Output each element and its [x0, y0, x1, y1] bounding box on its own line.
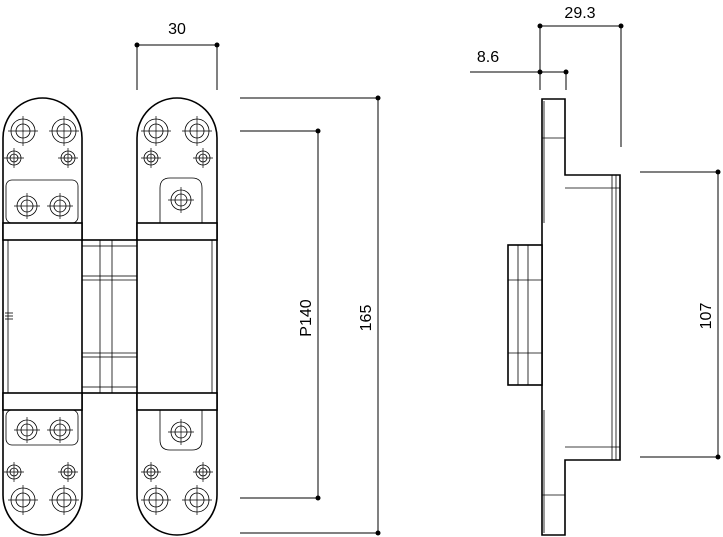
dimension-label-30: 30: [168, 21, 186, 38]
large-screw-hole-icon: [8, 116, 38, 146]
left-hinge-plate: [2, 97, 83, 536]
large-screw-hole-icon: [141, 116, 171, 146]
dimension-label-8-6: 8.6: [477, 49, 499, 66]
right-hinge-plate: [136, 97, 218, 536]
dimension-mount-depth: 8.6: [470, 49, 569, 90]
dimension-hole-pitch: P140: [240, 128, 321, 501]
dimension-total-height: 165: [240, 95, 381, 536]
small-screw-hole-icon: [4, 462, 24, 482]
dimension-total-depth: 29.3: [537, 5, 624, 147]
dimension-body-height: 107: [640, 169, 721, 460]
small-screw-hole-icon: [193, 148, 213, 168]
dimension-plate-width: 30: [134, 21, 220, 90]
adjustment-screw-icon: [168, 419, 194, 445]
adjustment-screw-icon: [14, 193, 40, 219]
dimension-label-165: 165: [358, 305, 375, 332]
large-screw-hole-icon: [49, 116, 79, 146]
small-screw-hole-icon: [4, 148, 24, 168]
dimension-label-29-3: 29.3: [564, 5, 595, 22]
mounting-holes: [4, 116, 213, 515]
small-screw-hole-icon: [58, 462, 78, 482]
large-screw-hole-icon: [49, 485, 79, 515]
dimension-label-107: 107: [698, 303, 715, 330]
large-screw-hole-icon: [182, 485, 212, 515]
adjustment-screw-icon: [14, 417, 40, 443]
large-screw-hole-icon: [8, 485, 38, 515]
small-screw-hole-icon: [141, 462, 161, 482]
large-screw-hole-icon: [182, 116, 212, 146]
large-screw-hole-icon: [141, 485, 171, 515]
small-screw-hole-icon: [58, 148, 78, 168]
adjustment-screw-icon: [168, 187, 194, 213]
adjustment-screw-icon: [47, 193, 73, 219]
dimension-label-p140: P140: [298, 299, 315, 336]
small-screw-hole-icon: [141, 148, 161, 168]
hinge-side-view: [507, 98, 621, 536]
adjustment-screw-icon: [47, 417, 73, 443]
small-screw-hole-icon: [193, 462, 213, 482]
